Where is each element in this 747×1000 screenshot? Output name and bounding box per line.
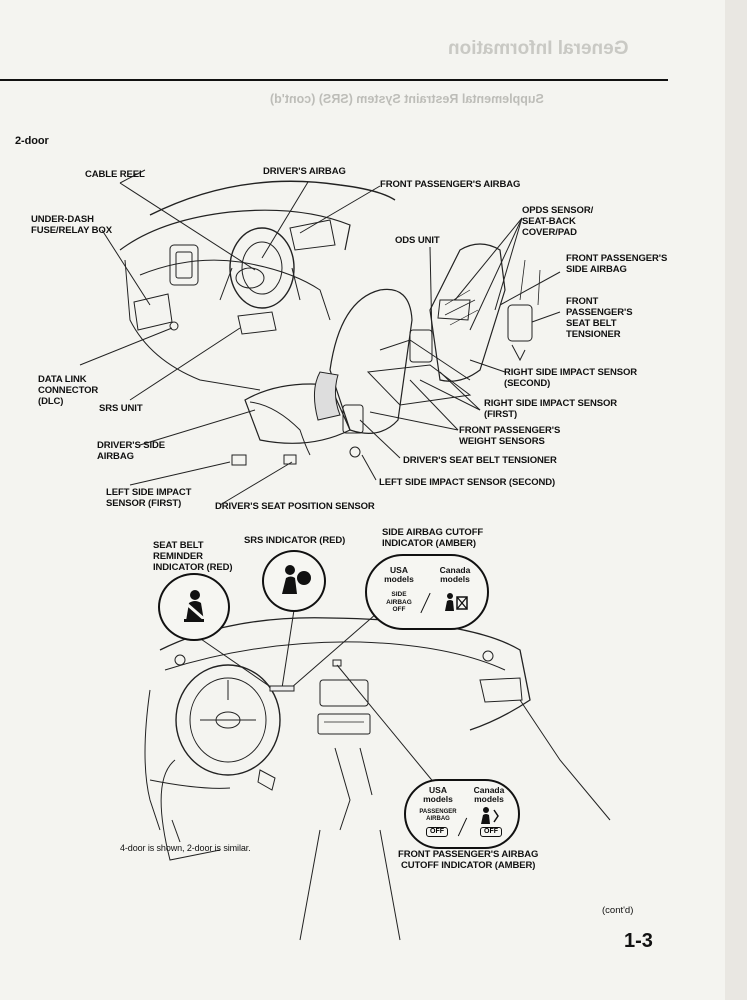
passenger-cutoff-off-canada: OFF [480, 827, 502, 837]
label-drivers-airbag: DRIVER'S AIRBAG [263, 166, 346, 177]
label-drivers-seat-position-sensor: DRIVER'S SEAT POSITION SENSOR [215, 501, 375, 512]
header-rule [0, 79, 668, 81]
label-right-side-impact-first: RIGHT SIDE IMPACT SENSOR (FIRST) [484, 398, 618, 420]
label-front-passenger-airbag: FRONT PASSENGER'S AIRBAG [380, 179, 521, 190]
section-label: 2-door [15, 135, 49, 147]
side-cutoff-usa-text: SIDE AIRBAG OFF [386, 591, 412, 613]
label-right-side-impact-second: RIGHT SIDE IMPACT SENSOR (SECOND) [504, 367, 638, 389]
label-dlc: DATA LINK CONNECTOR (DLC) [38, 374, 99, 407]
passenger-cutoff-usa-label: USA models [423, 785, 453, 804]
passenger-airbag-icon [481, 807, 499, 824]
label-side-airbag-cutoff: SIDE AIRBAG CUTOFF INDICATOR (AMBER) [382, 527, 484, 549]
label-srs-unit: SRS UNIT [99, 403, 143, 414]
label-left-side-impact-second: LEFT SIDE IMPACT SENSOR (SECOND) [379, 477, 556, 488]
label-opds-sensor: OPDS SENSOR/ SEAT-BACK COVER/PAD [522, 205, 594, 238]
label-seat-belt-reminder: SEAT BELT REMINDER INDICATOR (RED) [153, 540, 233, 573]
side-cutoff-usa-label: USA models [384, 565, 414, 584]
label-cable-reel: CABLE REEL [85, 169, 145, 180]
label-4-door-note: 4-door is shown, 2-door is similar. [120, 843, 251, 853]
seat-belt-reminder-callout [158, 573, 230, 641]
srs-component-diagram [79, 169, 611, 941]
srs-indicator-callout [262, 550, 326, 612]
label-front-passenger-seat-belt-tensioner: FRONT PASSENGER'S SEAT BELT TENSIONER [566, 296, 633, 340]
passenger-cutoff-canada-label: Canada models [473, 785, 505, 804]
label-weight-sensors: FRONT PASSENGER'S WEIGHT SENSORS [459, 425, 561, 447]
side-airbag-cutoff-callout: USA models Canada models SIDE AIRBAG OFF [365, 554, 489, 630]
passenger-cutoff-off-usa: OFF [426, 827, 448, 837]
divider-slash [420, 592, 431, 614]
seat-belt-icon [184, 590, 205, 622]
label-under-dash-fuse-box: UNDER-DASH FUSE/RELAY BOX [31, 214, 112, 236]
label-drivers-side-airbag: DRIVER'S SIDE AIRBAG [97, 440, 166, 462]
contd-label: (cont'd) [602, 905, 634, 916]
passenger-airbag-cutoff-callout: USA models Canada models PASSENGER AIRBA… [404, 779, 520, 849]
paper-sheet [0, 0, 725, 1000]
page-number: 1-3 [624, 930, 653, 952]
label-passenger-airbag-cutoff: FRONT PASSENGER'S AIRBAG CUTOFF INDICATO… [398, 849, 539, 871]
side-cutoff-canada-label: Canada models [439, 565, 471, 584]
label-ods-unit: ODS UNIT [395, 235, 440, 246]
label-front-passenger-side-airbag: FRONT PASSENGER'S SIDE AIRBAG [566, 253, 668, 275]
label-left-side-impact-first: LEFT SIDE IMPACT SENSOR (FIRST) [106, 487, 192, 509]
passenger-cutoff-usa-text: PASSENGER AIRBAG [419, 809, 457, 822]
srs-airbag-icon [282, 565, 311, 594]
label-drivers-seat-belt-tensioner: DRIVER'S SEAT BELT TENSIONER [403, 455, 557, 466]
label-srs-indicator: SRS INDICATOR (RED) [244, 535, 346, 546]
side-airbag-off-icon [445, 593, 468, 611]
